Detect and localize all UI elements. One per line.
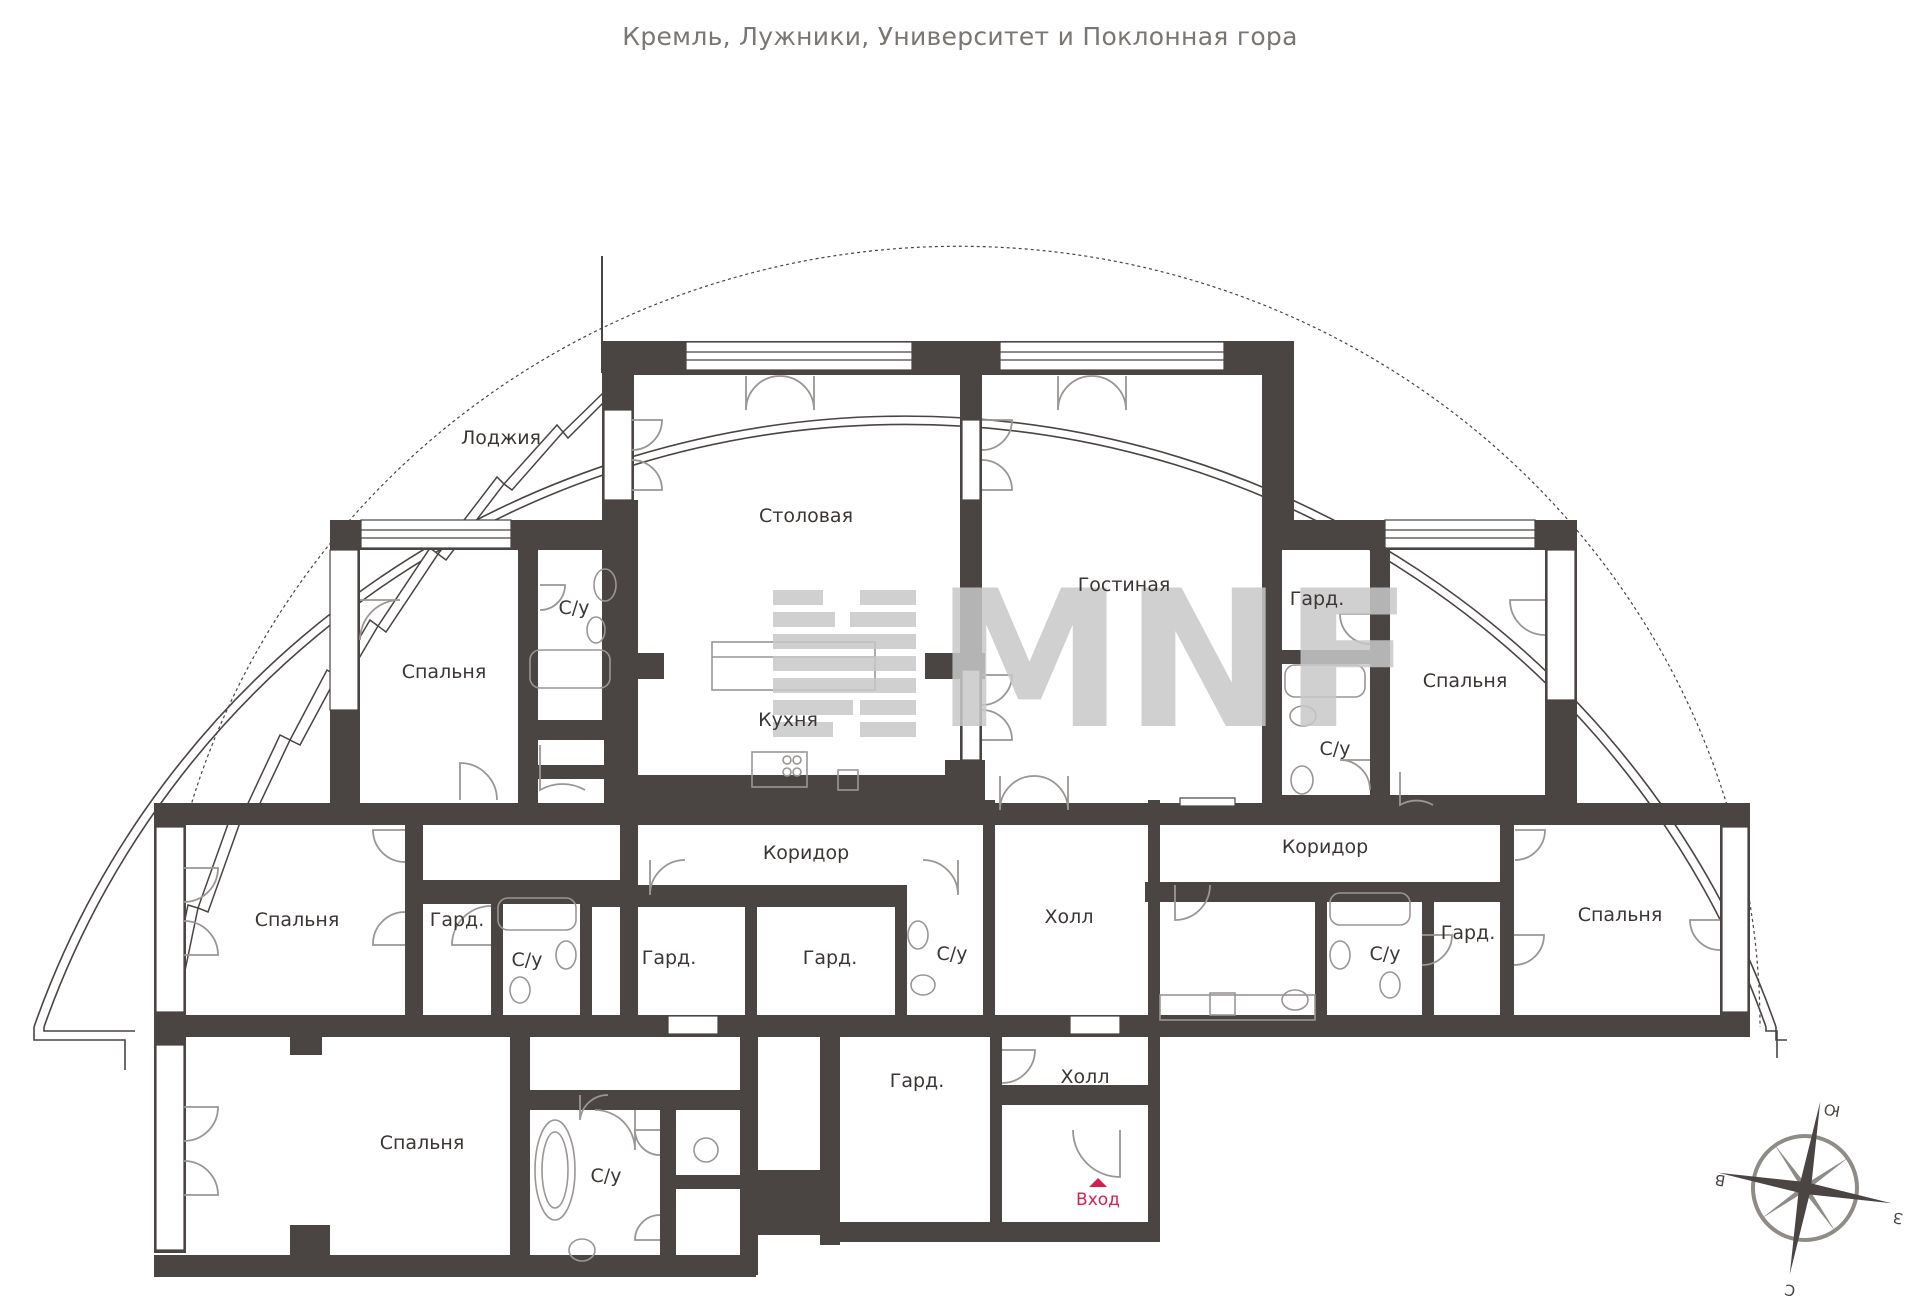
entrance-arrow-icon (1088, 1178, 1107, 1187)
room-label-hall-entry: Холл (1060, 1066, 1110, 1088)
room-label-bedroom-ne: Спальня (1422, 670, 1508, 692)
compass-south-label: Ю (1822, 1099, 1842, 1121)
plan-title: Кремль, Лужники, Университет и Поклонная… (622, 22, 1298, 51)
room-label-bedroom-sw: Спальня (379, 1132, 465, 1154)
room-label-dining: Столовая (759, 505, 853, 527)
compass-rose-icon (1718, 1101, 1892, 1275)
room-label-bedroom-e: Спальня (1577, 904, 1663, 926)
room-label-bath-w: С/у (511, 949, 543, 971)
room-label-wardrobe-s: Гард. (889, 1070, 945, 1092)
room-label-loggia: Лоджия (461, 427, 541, 449)
room-label-wardrobe-e: Гард. (1440, 922, 1496, 944)
room-label-corridor-w: Коридор (762, 842, 850, 864)
terrace-outline (33, 415, 1787, 1070)
room-label-wardrobe-c2: Гард. (802, 947, 858, 969)
svg-text:MNF: MNF (935, 550, 1413, 771)
room-label-bath-sw: С/у (590, 1165, 622, 1187)
windows (155, 341, 1749, 1251)
room-label-wardrobe-ne: Гард. (1289, 588, 1345, 610)
room-label-bath-e: С/у (1369, 943, 1401, 965)
room-label-bath-nw: С/у (558, 597, 590, 619)
room-label-living: Гостиная (1077, 574, 1171, 596)
room-label-bedroom-nw: Спальня (401, 661, 487, 683)
room-label-bedroom-w: Спальня (254, 909, 340, 931)
glazing-arc (157, 245, 1761, 1028)
room-label-bath-c: С/у (936, 943, 968, 965)
room-label-kitchen: Кухня (758, 709, 818, 731)
room-label-wardrobe-w: Гард. (429, 909, 485, 931)
entrance-marker: Вход (1076, 1178, 1120, 1210)
entrance-label: Вход (1076, 1190, 1120, 1210)
room-label-wardrobe-c1: Гард. (641, 947, 697, 969)
room-label-corridor-e: Коридор (1281, 836, 1369, 858)
mnf-logo: MNF (773, 550, 1413, 771)
room-label-hall: Холл (1044, 906, 1094, 928)
room-label-bath-ne: С/у (1319, 738, 1351, 760)
loggia-glazing (165, 256, 607, 1016)
door-swings (183, 375, 1721, 1241)
